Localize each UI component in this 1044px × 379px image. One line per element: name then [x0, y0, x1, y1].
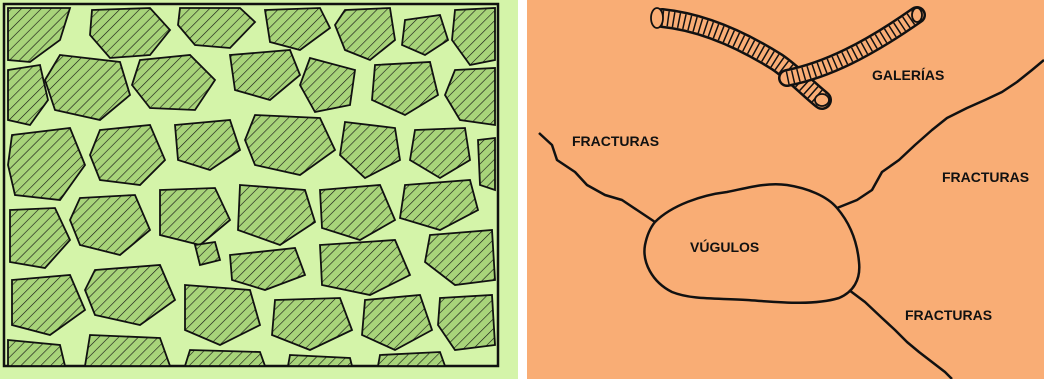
grains-drawing [0, 0, 518, 379]
label-fracturas-upper-left: FRACTURAS [572, 133, 659, 149]
secondary-porosity-diagram: GALERÍAS FRACTURAS FRACTURAS VÚGULOS FRA… [527, 0, 1044, 379]
grain [378, 352, 445, 366]
intergranular-porosity-diagram [0, 0, 518, 379]
grain [185, 350, 265, 366]
grain [85, 335, 170, 366]
label-galerias: GALERÍAS [872, 67, 944, 83]
grain [8, 340, 65, 366]
label-fracturas-right: FRACTURAS [942, 169, 1029, 185]
label-vugulos: VÚGULOS [690, 238, 759, 255]
secondary-porosity-drawing: GALERÍAS FRACTURAS FRACTURAS VÚGULOS FRA… [527, 0, 1044, 379]
label-fracturas-lower-right: FRACTURAS [905, 307, 992, 323]
grain [195, 242, 220, 265]
grain [478, 138, 495, 190]
